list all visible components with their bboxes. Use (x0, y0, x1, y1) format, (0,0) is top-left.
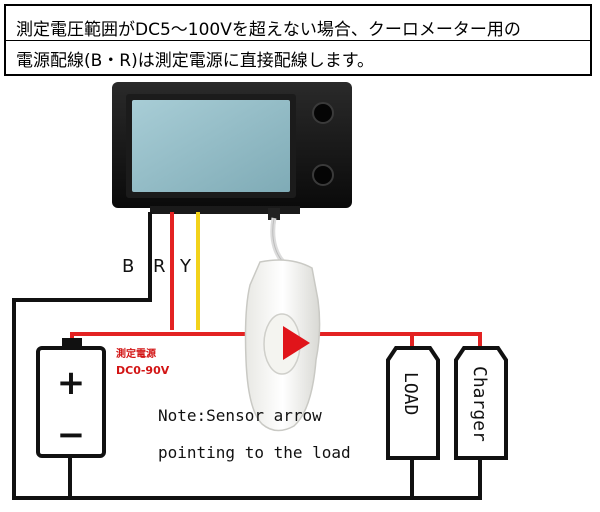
battery: + − 測定電源 DC0-90V (36, 338, 170, 458)
wire-label-r: R (153, 256, 166, 277)
meter-button-bottom[interactable] (312, 164, 334, 186)
current-sensor (244, 259, 321, 432)
battery-minus-icon: − (57, 415, 86, 455)
note-line-1: Note:Sensor arrow (158, 406, 322, 425)
sensor-direction-arrow-icon (283, 326, 310, 360)
load-label: LOAD (400, 372, 421, 415)
wire-label-y: Y (179, 256, 192, 277)
note-line-2: pointing to the load (158, 443, 351, 462)
load-body (386, 346, 440, 460)
battery-label-1: 測定電源 (116, 347, 156, 360)
charger-label: Charger (469, 366, 490, 442)
sensor-connector (268, 208, 280, 220)
caption-line-1: 測定電圧範囲がDC5～100Vを超えない場合、クーロメーター用の (16, 20, 521, 40)
caption-divider (6, 40, 590, 41)
lcd-screen (132, 100, 290, 192)
charger-body (454, 346, 508, 460)
meter-terminal-strip (150, 206, 300, 214)
meter-button-top[interactable] (312, 102, 334, 124)
load-device: LOAD (386, 346, 440, 460)
battery-plus-icon: + (57, 363, 86, 403)
caption-line-2: 電源配線(B・R)は測定電源に直接配線します。 (16, 51, 375, 71)
charger-device: Charger (454, 346, 508, 460)
caption-box: 測定電圧範囲がDC5～100Vを超えない場合、クーロメーター用の 電源配線(B・… (4, 4, 592, 76)
coulomb-meter (112, 82, 352, 220)
battery-body (36, 346, 106, 458)
wire-label-b: B (122, 256, 134, 277)
battery-label-2: DC0-90V (116, 364, 170, 377)
wire-b-black (12, 212, 482, 500)
